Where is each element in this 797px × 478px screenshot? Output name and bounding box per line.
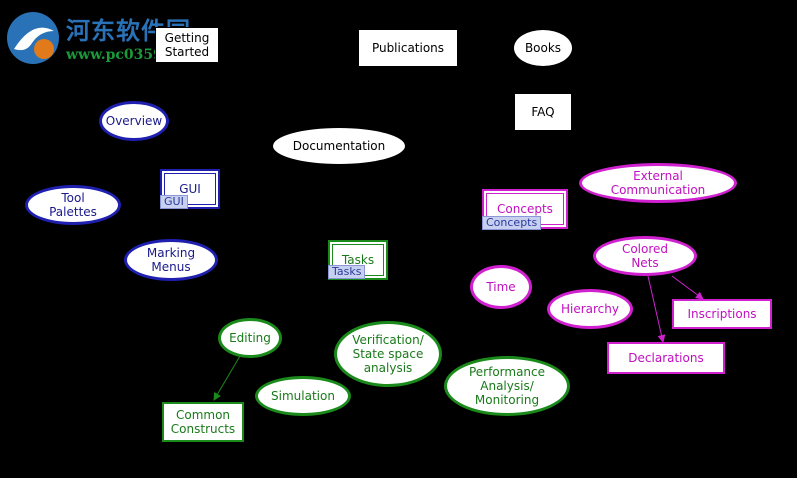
edge-colored-nets-to-declarations: [647, 275, 666, 343]
node-external-communication[interactable]: External Communication: [579, 163, 737, 203]
node-tool-palettes[interactable]: Tool Palettes: [25, 185, 121, 225]
node-marking-menus[interactable]: Marking Menus: [124, 239, 218, 281]
node-gui[interactable]: GUI: [160, 169, 220, 209]
tag-gui: GUI: [160, 195, 188, 209]
node-editing[interactable]: Editing: [218, 318, 282, 358]
node-hierarchy[interactable]: Hierarchy: [547, 289, 633, 329]
tag-concepts: Concepts: [482, 216, 542, 230]
node-publications[interactable]: Publications: [358, 29, 458, 67]
node-getting-started[interactable]: Getting Started: [155, 27, 219, 63]
node-performance[interactable]: Performance Analysis/ Monitoring: [444, 356, 570, 416]
tag-tasks: Tasks: [328, 265, 366, 279]
node-overview[interactable]: Overview: [99, 101, 169, 141]
edge-editing-to-common-constructs: [213, 355, 241, 401]
node-faq[interactable]: FAQ: [514, 93, 572, 131]
node-simulation[interactable]: Simulation: [255, 376, 351, 416]
node-verification[interactable]: Verification/ State space analysis: [334, 321, 442, 387]
node-inscriptions[interactable]: Inscriptions: [672, 299, 772, 329]
node-books[interactable]: Books: [513, 29, 573, 67]
node-documentation[interactable]: Documentation: [272, 127, 406, 165]
node-common-constructs[interactable]: Common Constructs: [162, 402, 244, 442]
edge-colored-nets-to-inscriptions: [671, 275, 704, 300]
node-time[interactable]: Time: [470, 265, 532, 309]
node-colored-nets[interactable]: Colored Nets: [593, 236, 697, 276]
node-declarations[interactable]: Declarations: [607, 342, 725, 374]
watermark-logo-icon: [7, 12, 59, 64]
